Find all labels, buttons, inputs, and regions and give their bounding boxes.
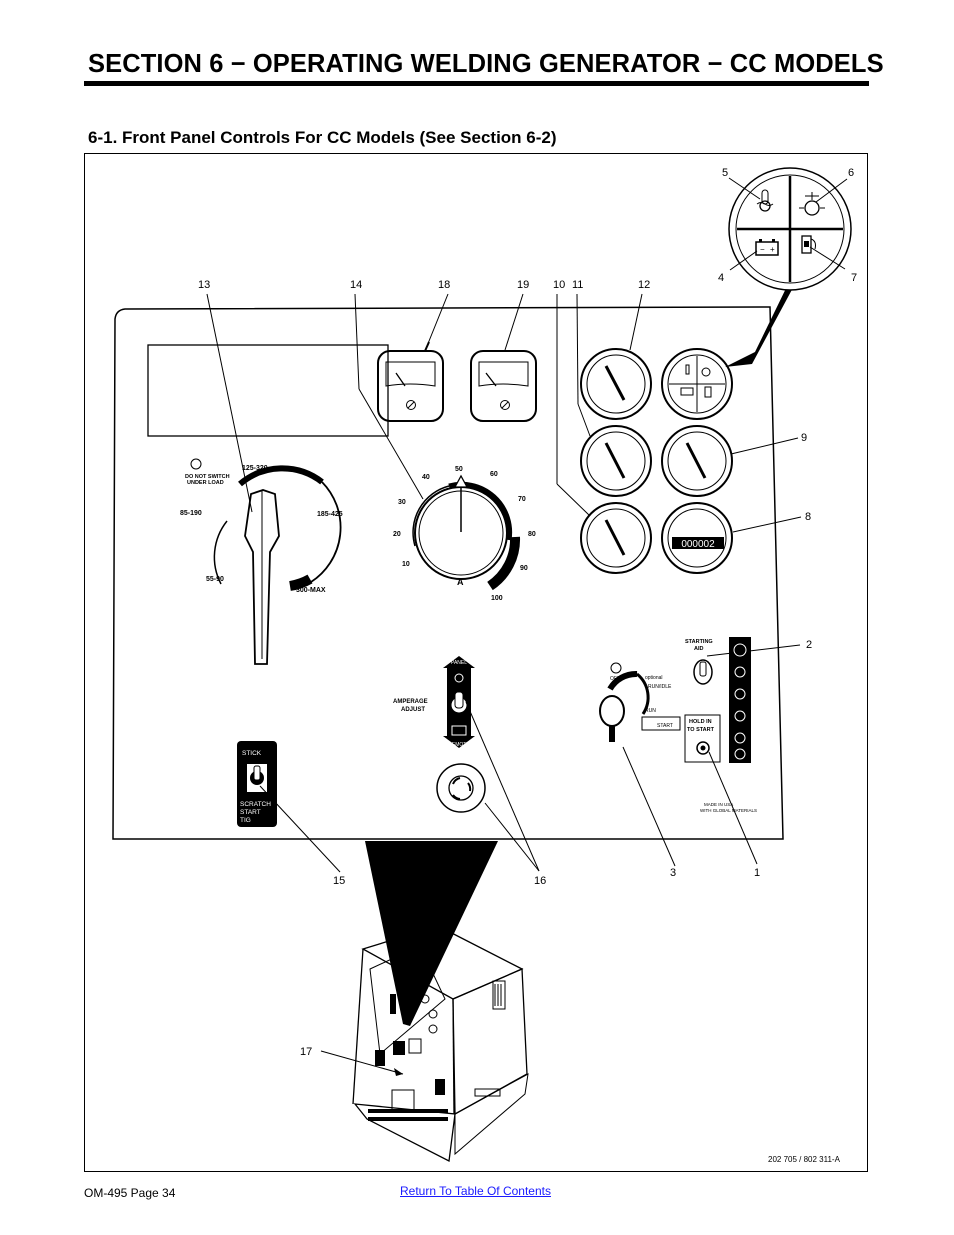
- range-185-425: 185-425: [317, 511, 343, 518]
- front-panel-diagram: −+ 5 6 4 7 13 14 18 19 10 11 12 9 8 2 15…: [112, 167, 857, 1164]
- callout-7: 7: [851, 272, 857, 284]
- callout-4: 4: [718, 272, 724, 284]
- page-number: OM-495 Page 34: [84, 1186, 176, 1200]
- welder-generator-illustration: [352, 925, 529, 1163]
- battery-icon: −+: [755, 239, 779, 256]
- engine-switch: OFF optional RUN/IDLE RUN START: [599, 662, 681, 742]
- section-title: SECTION 6 − OPERATING WELDING GENERATOR …: [88, 50, 884, 78]
- callout-8: 8: [805, 511, 811, 523]
- callout-12: 12: [638, 279, 650, 291]
- callout-17: 17: [300, 1046, 312, 1058]
- range-300-max: 300-MAX: [296, 587, 326, 594]
- callout-13: 13: [198, 279, 210, 291]
- subsection-title: 6-1. Front Panel Controls For CC Models …: [88, 128, 557, 147]
- return-to-toc-link[interactable]: Return To Table Of Contents: [400, 1184, 551, 1198]
- gauge-12: [580, 348, 652, 420]
- dial-50: 50: [455, 466, 463, 473]
- do-not-switch-label: DO NOT SWITCH: [185, 474, 230, 480]
- dial-70: 70: [518, 496, 526, 503]
- callout-11: 11: [572, 279, 583, 291]
- callout-19: 19: [517, 279, 529, 291]
- gauge-11: [580, 425, 652, 497]
- meter-19: [470, 350, 537, 422]
- hour-meter: 000002: [661, 502, 733, 574]
- dial-30: 30: [398, 499, 406, 506]
- panel-label: PANEL: [451, 660, 467, 666]
- panel-outline: [112, 306, 784, 840]
- dial-unit: A: [457, 577, 464, 587]
- hour-meter-reading: 000002: [681, 539, 715, 550]
- start-button: HOLD IN TO START: [684, 714, 721, 763]
- range-switch: DO NOT SWITCH UNDER LOAD 55-90 85-190 12…: [180, 458, 343, 665]
- starting-aid-switch: STARTING AID: [685, 639, 713, 685]
- remote-receptacle: [436, 763, 486, 813]
- indicator-funnel: [725, 274, 795, 367]
- range-125-320: 125-320: [242, 465, 268, 472]
- drawing-number: 202 705 / 802 311-A: [768, 1155, 841, 1164]
- gauge-9: [661, 425, 733, 497]
- starting-aid-label-1: STARTING: [685, 639, 713, 645]
- dial-90: 90: [520, 565, 528, 572]
- hold-in-label-1: HOLD IN: [689, 719, 712, 725]
- engine-icon-strip: [729, 637, 751, 763]
- front-panel-figure: −+ 5 6 4 7 13 14 18 19 10 11 12 9 8 2 15…: [84, 153, 868, 1172]
- under-load-label: UNDER LOAD: [187, 480, 224, 486]
- dial-100: 100: [491, 595, 503, 602]
- title-rule: [84, 81, 869, 86]
- amperage-adjust-switch: PANEL REMOTE AMPERAGE ADJUST: [393, 656, 475, 748]
- run-label: RUN: [645, 708, 656, 714]
- stick-label: STICK: [242, 750, 262, 757]
- coolant-temp-icon: [756, 189, 774, 212]
- callout-16: 16: [534, 875, 546, 887]
- callout-15: 15: [333, 875, 345, 887]
- hold-in-label-2: TO START: [687, 727, 715, 733]
- amperage-adjust-label-1: AMPERAGE: [393, 699, 428, 705]
- callout-2: 2: [806, 639, 812, 651]
- start-label-engine: START: [657, 723, 673, 729]
- data-tag-area: [147, 344, 389, 437]
- dial-40: 40: [422, 474, 430, 481]
- indicator-light-detail: −+: [728, 167, 852, 291]
- dial-20: 20: [393, 531, 401, 538]
- range-55-90: 55-90: [206, 576, 224, 583]
- gauge-10: [580, 502, 652, 574]
- run-idle-label: RUN/IDLE: [648, 684, 672, 690]
- scratch-label: SCRATCH: [240, 801, 271, 808]
- amperage-dial: 10 20 30 40 50 60 70 80 90 100 A: [393, 466, 536, 602]
- meter-18: [377, 350, 444, 422]
- svg-text:−: −: [760, 245, 765, 254]
- callout-10: 10: [553, 279, 565, 291]
- callout-1: 1: [754, 867, 760, 879]
- callout-9: 9: [801, 432, 807, 444]
- dial-80: 80: [528, 531, 536, 538]
- fuel-icon: [801, 235, 816, 254]
- starting-aid-label-2: AID: [694, 646, 704, 652]
- tig-label: TIG: [240, 817, 251, 824]
- svg-text:+: +: [770, 245, 775, 254]
- callout-5: 5: [722, 167, 728, 179]
- callout-18: 18: [438, 279, 450, 291]
- range-85-190: 85-190: [180, 510, 202, 517]
- made-in-label-2: WITH GLOBAL MATERIALS: [700, 808, 757, 813]
- dial-60: 60: [490, 471, 498, 478]
- oil-pressure-icon: [799, 192, 825, 216]
- callout-funnel: [365, 841, 498, 1026]
- dial-10: 10: [402, 561, 410, 568]
- callout-3: 3: [670, 867, 676, 879]
- optional-label: optional: [645, 675, 663, 681]
- start-label: START: [240, 809, 261, 816]
- process-switch: STICK SCRATCH START TIG: [237, 741, 277, 827]
- amperage-adjust-label-2: ADJUST: [401, 707, 425, 713]
- off-label: OFF: [610, 676, 620, 682]
- indicator-panel: [661, 348, 733, 420]
- remote-label: REMOTE: [448, 742, 470, 748]
- made-in-label-1: MADE IN USA: [704, 802, 733, 807]
- callout-14: 14: [350, 279, 362, 291]
- callout-6: 6: [848, 167, 854, 179]
